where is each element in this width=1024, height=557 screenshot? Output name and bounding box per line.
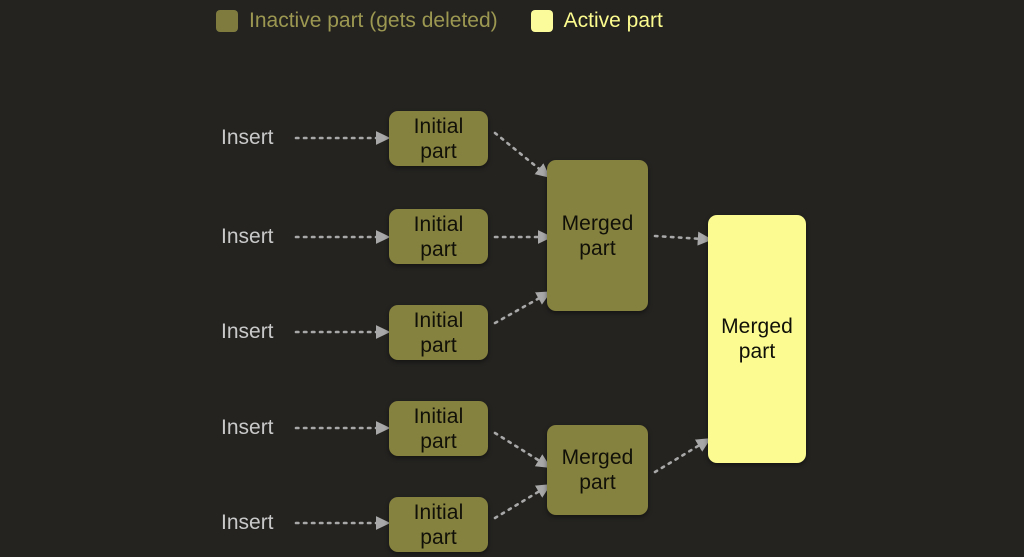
merged-part-node-bottom-line1: Merged: [561, 446, 634, 469]
initial-part-node-4-line1: Initial: [413, 404, 464, 428]
insert-label-2: Insert: [221, 225, 274, 248]
initial-part-node-5[interactable]: Initial part: [389, 497, 488, 552]
merged-part-node-active-line2: part: [738, 340, 776, 363]
initial-part-node-2-line1: Initial: [413, 212, 464, 236]
legend-item-inactive: Inactive part (gets deleted): [216, 9, 498, 33]
legend-item-active: Active part: [530, 9, 663, 33]
legend-label-active: Active part: [563, 9, 663, 32]
merged-part-node-top-line1: Merged: [561, 211, 634, 235]
initial-part-node-1[interactable]: Initial part: [389, 111, 488, 166]
initial-part-node-5-line1: Initial: [413, 500, 464, 524]
merged-part-node-bottom-line2: part: [579, 471, 616, 494]
insert-label-1: Insert: [221, 126, 274, 149]
insert-label-3: Insert: [221, 320, 274, 343]
merged-part-node-active-line1: Merged: [721, 315, 793, 338]
arrow-merge-top-3: [493, 291, 552, 325]
initial-part-node-2-line2: part: [420, 237, 457, 261]
merged-part-node-active[interactable]: Merged part: [708, 215, 806, 463]
insert-label-5: Insert: [221, 511, 274, 534]
initial-part-node-1-line2: part: [420, 139, 457, 163]
initial-part-node-3-line2: part: [420, 333, 457, 357]
initial-part-node-5-line2: part: [420, 525, 457, 549]
initial-part-node-1-line1: Initial: [413, 114, 464, 138]
merged-part-node-top[interactable]: Merged part: [547, 160, 648, 311]
initial-part-node-2[interactable]: Initial part: [389, 209, 488, 264]
legend: Inactive part (gets deleted) Active part: [216, 9, 663, 33]
arrow-final-top: [653, 231, 713, 246]
legend-swatch-active-icon: [530, 10, 553, 32]
arrow-merge-top-1: [493, 131, 551, 178]
merged-part-node-bottom[interactable]: Merged part: [547, 425, 648, 515]
initial-part-node-3-line1: Initial: [413, 308, 464, 332]
arrow-merge-bottom-2: [493, 484, 552, 520]
legend-label-inactive: Inactive part (gets deleted): [249, 9, 498, 32]
insert-label-4: Insert: [221, 416, 274, 439]
initial-part-node-4-line2: part: [420, 429, 457, 453]
arrow-final-bottom: [653, 438, 712, 474]
merged-part-node-top-line2: part: [579, 236, 616, 260]
initial-part-node-3[interactable]: Initial part: [389, 305, 488, 360]
initial-part-node-4[interactable]: Initial part: [389, 401, 488, 456]
arrow-merge-bottom-1: [493, 431, 551, 468]
legend-swatch-inactive-icon: [216, 10, 238, 32]
